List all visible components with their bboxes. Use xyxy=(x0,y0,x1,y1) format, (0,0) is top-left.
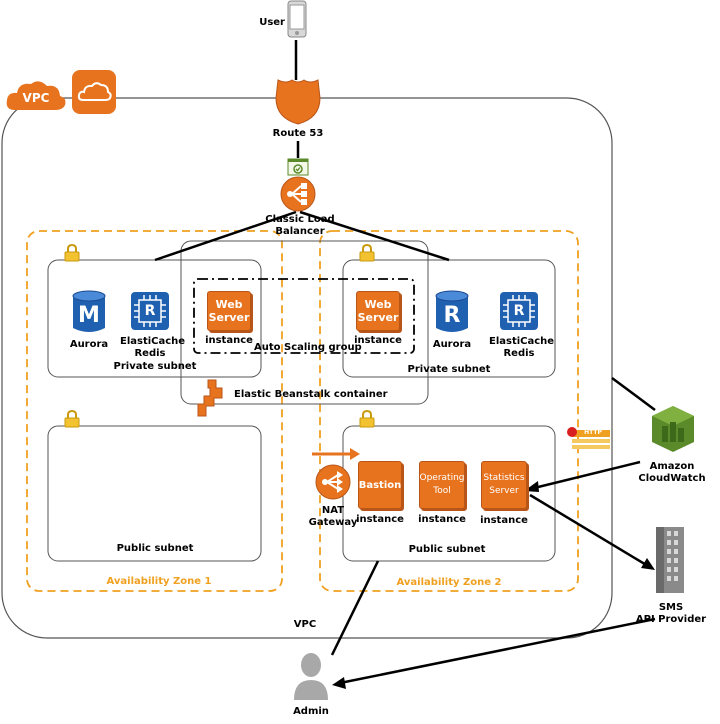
aurora-label: Aurora xyxy=(69,339,109,350)
elastic-beanstalk-icon xyxy=(196,378,224,422)
zone1-private-subnet-box xyxy=(47,259,262,378)
elasticache-label-line1: ElastiCache xyxy=(120,336,186,347)
availability-zone-2-label: Availability Zone 2 xyxy=(396,577,502,588)
http-tag-text: HTTP xyxy=(584,429,602,436)
auto-scaling-group-label: Auto Scaling group xyxy=(254,342,362,353)
auto-scaling-group-box xyxy=(193,278,415,354)
instance-label: instance xyxy=(205,335,253,346)
elasticache-label-line2: Redis xyxy=(503,348,535,359)
aurora-db-letter: R xyxy=(443,303,461,328)
aurora-database-icon: M xyxy=(72,290,106,338)
cloudwatch-label-line1: Amazon xyxy=(649,461,695,472)
load-balancer-icon xyxy=(279,176,317,216)
route53-label: Route 53 xyxy=(272,128,324,139)
lock-icon xyxy=(359,409,375,432)
statistics-server-instance: Statistics Server xyxy=(481,461,527,509)
load-balancer-label-line1: Classic Load xyxy=(265,214,335,225)
web-server-label-line1: Web xyxy=(215,298,243,311)
beanstalk-container-box xyxy=(180,240,429,405)
web-server-instance-zone2: Web Server xyxy=(356,291,400,331)
operating-tool-label-line2: Tool xyxy=(433,486,451,496)
web-server-label-line2: Server xyxy=(208,311,250,324)
elasticache-label-line1: ElastiCache xyxy=(489,336,555,347)
lock-icon xyxy=(64,409,80,432)
mobile-device-icon xyxy=(287,0,307,42)
zone1-private-subnet-label: Private subnet xyxy=(113,361,197,372)
sms-label-line2: API Provider xyxy=(635,614,707,625)
nat-gateway-icon xyxy=(314,463,352,505)
nat-gateway-label-line1: NAT xyxy=(321,505,345,516)
bastion-label: Bastion xyxy=(358,479,402,491)
certificate-icon xyxy=(287,158,309,182)
instance-label: instance xyxy=(354,335,402,346)
elasticache-redis-icon: R xyxy=(500,292,538,334)
cloudwatch-label-line2: CloudWatch xyxy=(638,473,706,484)
statistics-server-label-line2: Server xyxy=(489,486,519,496)
cloudwatch-icon xyxy=(650,404,696,458)
internet-gateway-icon xyxy=(310,446,362,465)
aurora-database-icon: R xyxy=(435,290,469,338)
elasticache-letter: R xyxy=(144,303,156,319)
aurora-label: Aurora xyxy=(432,339,472,350)
statistics-server-label-line1: Statistics xyxy=(483,473,525,483)
lock-icon xyxy=(359,243,375,266)
vpc-cloud-icon xyxy=(72,70,116,114)
vpc-label: VPC xyxy=(293,619,317,630)
availability-zone-2-boundary xyxy=(319,230,579,592)
admin-label: Admin xyxy=(293,706,329,717)
http-endpoint-icon: HTTP xyxy=(566,424,612,458)
operating-tool-label-line1: Operating xyxy=(419,473,465,483)
vpc-badge-text: VPC xyxy=(22,91,50,105)
instance-label: instance xyxy=(418,514,466,525)
elasticache-letter: R xyxy=(513,303,525,319)
admin-user-icon xyxy=(292,652,330,704)
availability-zone-1-label: Availability Zone 1 xyxy=(106,576,212,587)
instance-label: instance xyxy=(356,514,404,525)
web-server-instance-zone1: Web Server xyxy=(207,291,251,331)
zone2-private-subnet-label: Private subnet xyxy=(407,364,491,375)
elasticache-label-line2: Redis xyxy=(134,348,166,359)
vpc-cloud-badge: VPC xyxy=(5,78,67,112)
zone2-public-subnet-label: Public subnet xyxy=(408,544,486,555)
availability-zone-1-boundary xyxy=(26,230,283,592)
route53-shield-icon xyxy=(272,78,324,130)
building-icon xyxy=(656,527,684,597)
load-balancer-label-line2: Balancer xyxy=(275,226,325,237)
web-server-label-line1: Web xyxy=(364,298,392,311)
instance-label: instance xyxy=(480,515,528,526)
web-server-label-line2: Server xyxy=(357,311,399,324)
user-label: User xyxy=(259,17,285,28)
zone1-public-subnet-label: Public subnet xyxy=(116,543,194,554)
lock-icon xyxy=(64,243,80,266)
sms-label-line1: SMS xyxy=(658,602,684,613)
elasticache-redis-icon: R xyxy=(131,292,169,334)
zone1-public-subnet-box xyxy=(47,425,262,562)
bastion-instance: Bastion xyxy=(358,461,402,509)
aurora-db-letter: M xyxy=(78,303,100,328)
nat-gateway-label-line2: Gateway xyxy=(308,517,358,528)
beanstalk-container-label: Elastic Beanstalk container xyxy=(234,389,388,400)
operating-tool-instance: Operating Tool xyxy=(419,461,465,509)
